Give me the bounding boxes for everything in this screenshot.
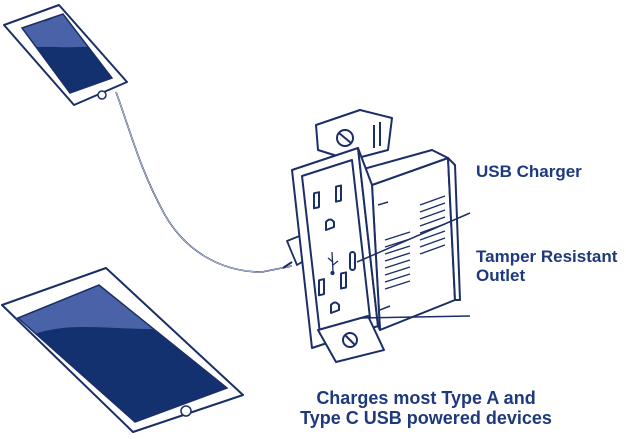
caption-line2: Type C USB powered devices [300,408,552,428]
usb-charger-leader [356,212,471,263]
tamper-label-line1: Tamper Resistant [476,247,618,266]
usb-charger-label: USB Charger [476,162,582,181]
duplex-receptacle-icon [291,109,461,363]
caption: Charges most Type A and Type C USB power… [268,388,584,428]
tablet-icon [1,267,244,433]
usb-symbol-icon [327,251,339,276]
caption-line1: Charges most Type A and [316,388,536,408]
tamper-resistant-label: Tamper Resistant Outlet [476,247,617,285]
tamper-leader [359,315,471,319]
smartphone-icon [3,4,128,106]
charging-cable [115,91,293,273]
tamper-label-line2: Outlet [476,266,526,285]
